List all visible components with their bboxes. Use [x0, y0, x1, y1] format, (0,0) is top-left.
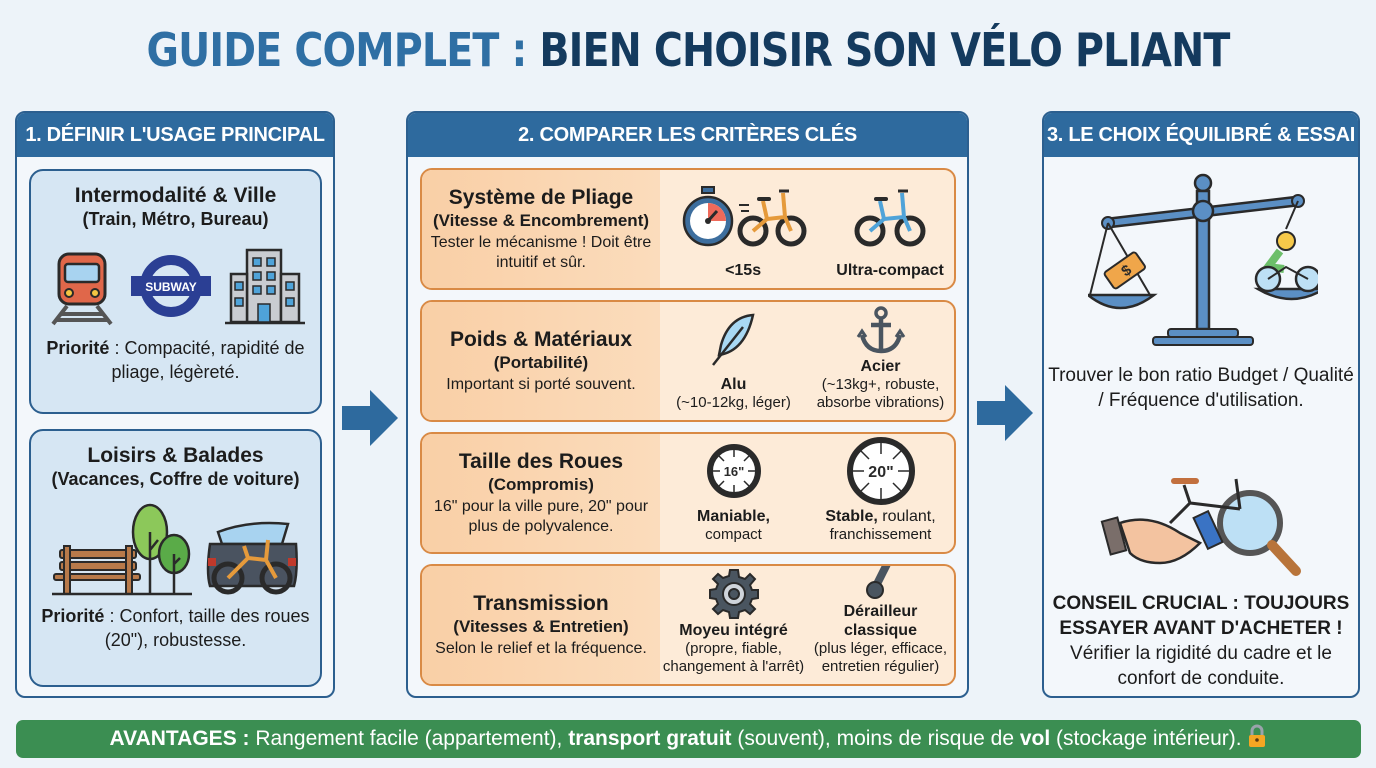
padlock-icon — [1249, 724, 1266, 747]
criterion-desc: 16" pour la ville pure, 20" pour plus de… — [433, 498, 649, 535]
office-building-icon — [224, 248, 305, 325]
derailleur-icon — [865, 566, 890, 599]
criterion-weight: Poids & Matériaux (Portabilité) Importan… — [420, 300, 956, 422]
criterion-title: Taille des Roues — [458, 450, 624, 473]
folding-bike-orange-icon — [737, 189, 807, 246]
option-sub: compact — [705, 526, 762, 543]
panel-choice-header: 3. LE CHOIX ÉQUILIBRÉ & ESSAI — [1044, 113, 1358, 157]
option-label: Moyeu intégré — [679, 622, 788, 639]
option-label: Maniable, — [697, 508, 770, 525]
criterion-desc: Selon le relief et la fréquence. — [435, 640, 647, 657]
criterion-title: Système de Pliage — [448, 186, 634, 209]
subway-sign-icon: SUBWAY — [130, 255, 211, 317]
arrow-right-icon — [977, 385, 1033, 441]
train-icon — [50, 252, 113, 326]
advice-title: CONSEIL CRUCIAL : TOUJOURS ESSAYER AVANT… — [1052, 593, 1350, 639]
advantages-banner: AVANTAGES : Rangement facile (appartemen… — [16, 720, 1361, 758]
balance-text: Trouver le bon ratio Budget / Qualité / … — [1048, 365, 1354, 411]
option-label: <15s — [725, 262, 762, 279]
criterion-subtitle: (Vitesses & Entretien) — [453, 617, 629, 636]
criterion-title: Transmission — [473, 592, 609, 615]
panel-criteria: 2. COMPARER LES CRITÈRES CLÉS Système de… — [406, 111, 969, 698]
panel-usage-header: 1. DÉFINIR L'USAGE PRINCIPAL — [17, 113, 333, 157]
handshake-bike-magnifier-icon — [1100, 478, 1301, 576]
stopwatch-icon — [682, 185, 734, 246]
option-sub: (~13kg+, robuste, absorbe vibrations) — [816, 376, 945, 411]
panel-criteria-header: 2. COMPARER LES CRITÈRES CLÉS — [408, 113, 967, 157]
svg-text:20": 20" — [868, 464, 893, 481]
usage-card-subtitle: (Vacances, Coffre de voiture) — [51, 469, 300, 489]
page-title: GUIDE COMPLET : BIEN CHOISIR SON VÉLO PL… — [96, 18, 1279, 82]
advice-block: CONSEIL CRUCIAL : TOUJOURS ESSAYER AVANT… — [1044, 591, 1358, 691]
option-label: Dérailleur classique — [843, 603, 918, 639]
criterion-transmission: Transmission (Vitesses & Entretien) Selo… — [420, 564, 956, 686]
usage-card-city: Intermodalité & Ville (Train, Métro, Bur… — [29, 169, 322, 414]
option-sub: franchissement — [829, 526, 932, 543]
criterion-desc: Important si porté souvent. — [446, 376, 636, 393]
advantages-label: AVANTAGES : — [109, 727, 250, 750]
option-sub: (propre, fiable, changement à l'arrêt) — [662, 640, 805, 675]
svg-text:SUBWAY: SUBWAY — [145, 280, 197, 294]
compact-bike-blue-icon — [854, 189, 926, 246]
anchor-icon — [856, 305, 905, 353]
criterion-subtitle: (Vitesse & Encombrement) — [432, 211, 650, 230]
option-label: Acier — [860, 358, 901, 375]
option-label: Alu — [720, 376, 747, 393]
title-part-1: GUIDE COMPLET : — [146, 23, 540, 77]
wheel-20-icon: 20" — [846, 436, 915, 505]
criterion-title: Poids & Matériaux — [449, 328, 633, 351]
criterion-subtitle: (Compromis) — [488, 475, 594, 494]
option-sub: (~10-12kg, léger) — [676, 394, 791, 411]
usage-card-subtitle: (Train, Métro, Bureau) — [82, 209, 269, 229]
gear-hub-icon — [708, 568, 759, 619]
criterion-folding: Système de Pliage (Vitesse & Encombremen… — [420, 168, 956, 290]
advice-text: Vérifier la rigidité du cadre et le conf… — [1070, 643, 1332, 689]
panel-choice: 3. LE CHOIX ÉQUILIBRÉ & ESSAI $ Trouver … — [1042, 111, 1360, 698]
panel-usage: 1. DÉFINIR L'USAGE PRINCIPAL Intermodali… — [15, 111, 335, 698]
arrow-right-icon — [342, 390, 398, 446]
feather-icon — [711, 313, 755, 366]
criterion-wheels: Taille des Roues (Compromis) 16" pour la… — [420, 432, 956, 554]
criterion-desc: Tester le mécanisme ! Doit être intuitif… — [430, 234, 652, 271]
wheel-16-icon: 16" — [706, 443, 761, 498]
criterion-subtitle: (Portabilité) — [493, 353, 589, 372]
usage-card-leisure: Loisirs & Balades (Vacances, Coffre de v… — [29, 429, 322, 687]
car-trunk-bike-icon — [206, 521, 298, 595]
park-bench-trees-icon — [51, 503, 192, 596]
option-label: Ultra-compact — [836, 262, 944, 279]
svg-text:16": 16" — [723, 464, 744, 479]
usage-priority-city: Priorité : Compacité, rapidité de pliage… — [46, 338, 305, 382]
balance-scale-icon: $ — [1088, 173, 1318, 346]
usage-card-title: Intermodalité & Ville — [74, 184, 277, 207]
usage-card-title: Loisirs & Balades — [87, 444, 264, 467]
usage-priority-leisure: Priorité : Confort, taille des roues (20… — [41, 606, 310, 650]
option-label: Stable, roulant, — [825, 508, 936, 525]
option-sub: (plus léger, efficace, entretien régulie… — [813, 640, 948, 675]
title-part-2: BIEN CHOISIR SON VÉLO PLIANT — [539, 23, 1230, 77]
